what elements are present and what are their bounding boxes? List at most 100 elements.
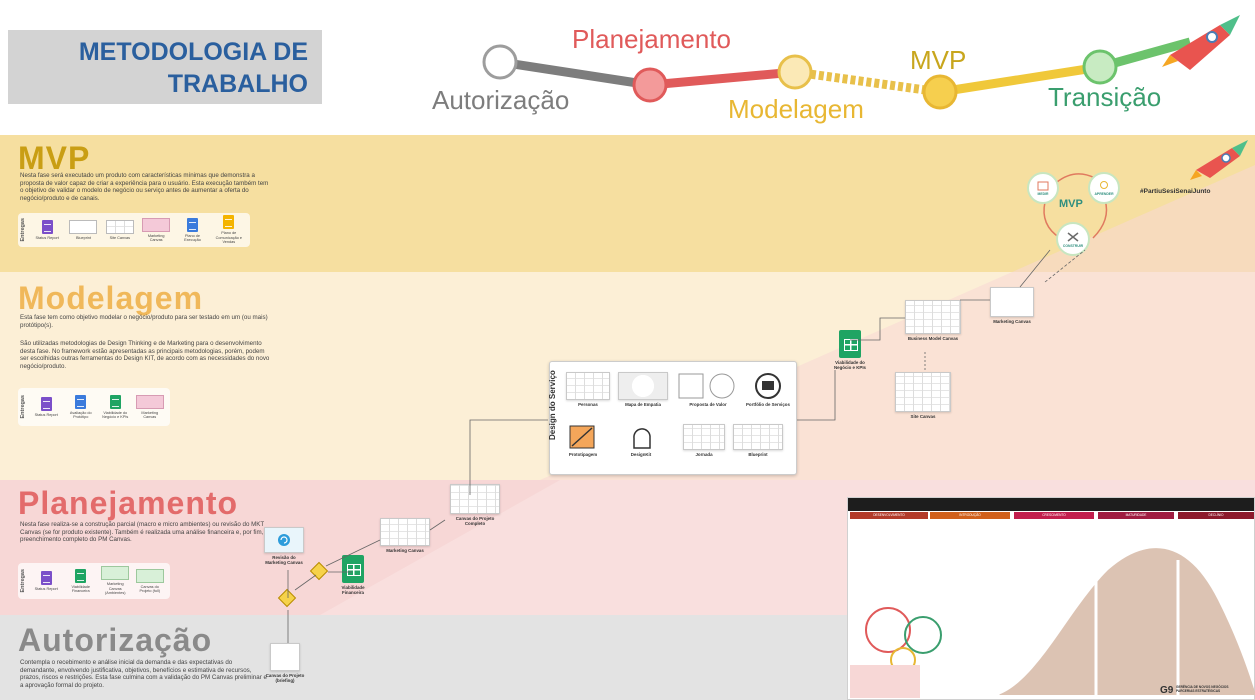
lifecycle-stage-1: INTRODUÇÃO	[930, 512, 1010, 519]
timeline-segment-1	[495, 57, 655, 90]
hashtag-text: #PartiuSesiSenaiJunto	[1140, 188, 1211, 195]
rocket-small-icon	[1190, 140, 1248, 180]
lifecycle-stage-4: DECLÍNIO	[1178, 512, 1254, 519]
cycle-step-medir: MEDIR	[1027, 172, 1059, 204]
mvp-description: Nesta fase será executado um produto com…	[20, 172, 269, 202]
value-proposition-thumb	[678, 373, 735, 399]
head-icon	[633, 428, 651, 449]
environments-thumb-icon	[101, 566, 130, 581]
stage-label-modelagem: Modelagem	[728, 94, 864, 124]
google-sheets-icon	[839, 330, 861, 358]
mvp-entrega-3[interactable]: Marketing Canvas	[141, 217, 171, 243]
mvp-entrega-1[interactable]: Blueprint	[68, 219, 98, 241]
sd-proposta-valor[interactable]: Proposta de Valor	[678, 372, 738, 407]
modelagem-entregas: Entregas Status Report Avaliação do Prot…	[18, 388, 170, 426]
planejamento-entrega-1[interactable]: Viabilidade Financeira	[67, 568, 96, 594]
stage-label-transicao: Transição	[1048, 82, 1162, 112]
revision-thumb	[264, 527, 304, 553]
sd-personas[interactable]: Personas	[566, 372, 610, 407]
planejamento-title: Planejamento	[18, 485, 239, 521]
mvp-entrega-5[interactable]: Plano de Comunicação e Vendas	[214, 215, 244, 245]
modelagem-entrega-0[interactable]: Status Report	[32, 396, 61, 418]
timeline-node-mvp	[922, 74, 958, 110]
timeline-segment-2	[649, 67, 796, 90]
modelagem-entrega-2[interactable]: Viabilidade do Negócio e KPIs	[101, 394, 130, 420]
empathy-map-thumb	[618, 372, 668, 400]
autorizacao-description: Contempla o recebimento e análise inicia…	[20, 659, 267, 689]
marketing-canvas-thumb-icon	[142, 217, 171, 232]
business-model-thumb	[905, 300, 961, 334]
cycle-step-aprender: APRENDER	[1088, 172, 1120, 204]
g9-logo: G9	[1160, 685, 1174, 696]
portfolio-icon	[754, 373, 781, 399]
decision-gateways	[277, 561, 329, 608]
doc-icon	[75, 394, 87, 409]
modelagem-description-1: Esta fase tem como objetivo modelar o ne…	[20, 314, 268, 329]
autorizacao-title: Autorização	[18, 622, 213, 658]
sd-designkit[interactable]: DesignKit	[628, 424, 654, 457]
sd-mapa-empatia[interactable]: Mapa de Empatia	[618, 372, 668, 407]
slides-icon	[223, 215, 235, 230]
sheet-icon	[75, 568, 87, 583]
planejamento-entregas: Entregas Status Report Viabilidade Finan…	[18, 563, 170, 599]
planejamento-entrega-2[interactable]: Marketing Canvas (Ambientes)	[101, 566, 130, 596]
title-line-2: TRABALHO	[167, 70, 308, 98]
planejamento-description: Nesta fase realiza-se a construção parci…	[20, 521, 269, 544]
site-canvas-thumb	[895, 372, 951, 412]
timeline-graphic	[482, 15, 1240, 110]
infographic-header	[848, 498, 1254, 511]
lifecycle-stage-2: CRESCIMENTO	[1014, 512, 1094, 519]
doc-icon	[41, 219, 53, 234]
flow-viabilidade-negocio[interactable]: Viabilidade do Negócio e KPIs	[830, 330, 870, 370]
lifecycle-stage-3: MATURIDADE	[1098, 512, 1174, 519]
briefing-canvas-thumb	[270, 643, 300, 671]
timeline-node-planejamento	[632, 67, 668, 103]
blueprint-thumb-icon	[69, 219, 98, 234]
mvp-title: MVP	[18, 140, 91, 176]
title-line-1: METODOLOGIA DE	[78, 38, 308, 66]
flow-viabilidade-financeira[interactable]: Viabilidade Financeira	[330, 555, 376, 595]
flow-canvas-briefing[interactable]: Canvas do Projeto (briefing)	[262, 643, 308, 683]
mvp-entrega-4[interactable]: Plano de Execução	[177, 217, 207, 243]
doc-icon	[186, 217, 198, 232]
mvp-entrega-2[interactable]: Site Canvas	[105, 219, 135, 241]
modelagem-title: Modelagem	[18, 280, 204, 316]
timeline-segment-4	[939, 62, 1101, 97]
doc-icon	[40, 396, 52, 411]
blueprint-thumb	[733, 424, 783, 450]
sd-jornada[interactable]: Jornada	[683, 424, 725, 457]
sheet-icon	[109, 394, 121, 409]
google-sheets-icon	[342, 555, 364, 583]
modelagem-description-2: São utilizadas metodologias de Design Th…	[20, 340, 270, 370]
timeline-node-transicao	[1082, 49, 1118, 85]
flow-revisao-marketing[interactable]: Revisão do Marketing Canvas	[262, 527, 306, 565]
cycle-center-label: MVP	[1059, 198, 1083, 210]
rocket-icon	[1162, 15, 1240, 70]
sd-blueprint[interactable]: Blueprint	[733, 424, 783, 457]
title-box: METODOLOGIA DE TRABALHO	[8, 30, 322, 104]
project-canvas-thumb-icon	[135, 568, 164, 583]
modelagem-entrega-1[interactable]: Avaliação do Protótipo	[67, 394, 96, 420]
marketing-canvas-thumb	[380, 518, 430, 546]
site-canvas-thumb-icon	[105, 219, 134, 234]
planejamento-entrega-0[interactable]: Status Report	[32, 570, 61, 592]
planejamento-entrega-3[interactable]: Canvas do Projeto (full)	[135, 568, 165, 594]
sd-prototipagem[interactable]: Prototipagem	[568, 424, 598, 457]
stage-label-autorizacao: Autorização	[432, 85, 570, 115]
mvp-entrega-0[interactable]: Status Report	[32, 219, 62, 241]
lifecycle-curve	[850, 548, 1255, 698]
journey-thumb	[683, 424, 725, 450]
modelagem-entrega-3[interactable]: Marketing Canvas	[135, 394, 165, 420]
stage-label-planejamento: Planejamento	[572, 24, 731, 54]
flow-business-model[interactable]: Business Model Canvas	[905, 300, 961, 341]
flow-canvas-completo[interactable]: Canvas do Projeto Completo	[447, 484, 503, 526]
doc-icon	[40, 570, 52, 585]
flow-marketing-canvas-plan[interactable]: Marketing Canvas	[380, 518, 430, 553]
flow-marketing-canvas-mod[interactable]: Marketing Canvas	[990, 287, 1034, 324]
sd-portfolio[interactable]: Portfólio de Serviços	[746, 372, 790, 407]
flow-site-canvas[interactable]: Site Canvas	[895, 372, 951, 419]
project-canvas-thumb	[450, 484, 500, 514]
mvp-entregas: Entregas Status Report Blueprint Site Ca…	[18, 213, 250, 247]
marketing-canvas-thumb	[990, 287, 1034, 317]
